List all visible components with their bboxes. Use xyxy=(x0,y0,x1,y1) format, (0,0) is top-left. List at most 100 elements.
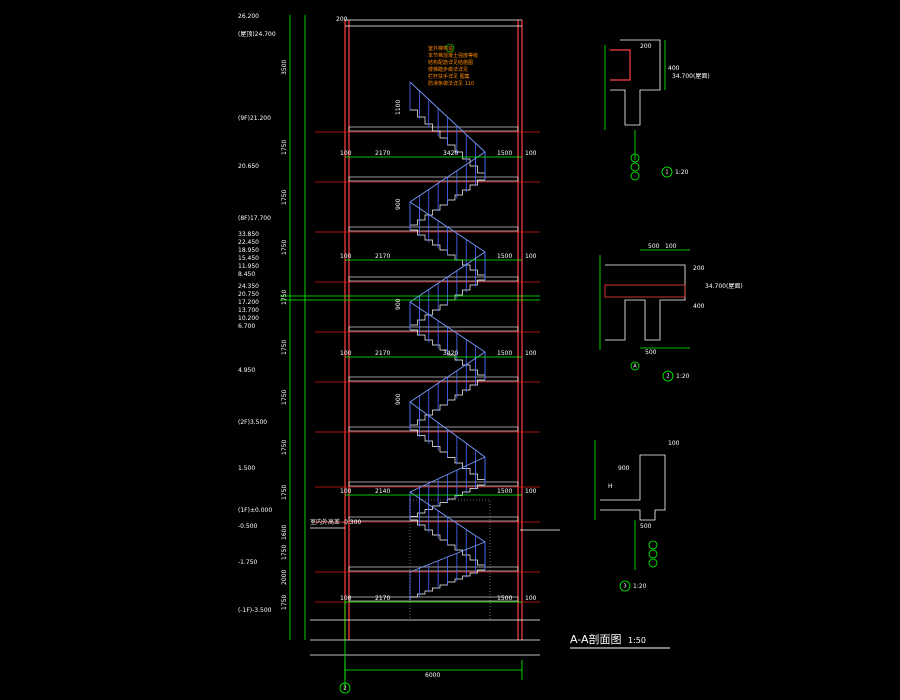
left-dim: 1750 xyxy=(281,390,288,405)
ground-note: 室内外高差 -0.300 xyxy=(310,518,361,526)
left-dim: 1750 xyxy=(281,240,288,255)
d3-scale: 1:20 xyxy=(633,583,647,590)
level-label: 22.450 xyxy=(238,239,259,246)
level-label: 11.950 xyxy=(238,263,259,270)
stair-dim: 2170 xyxy=(375,150,390,157)
stair-dim: 100 xyxy=(340,150,352,157)
stair-dims: 100 2170 3420 1500 100 100 2170 1500 100 100 2170 3… xyxy=(340,100,537,603)
handrail xyxy=(409,541,486,573)
floor-slab xyxy=(348,326,519,332)
left-dimension-chain xyxy=(280,15,540,640)
bottom-dimension: 6000 2 200 xyxy=(336,16,523,694)
stair-dim: 2170 xyxy=(375,350,390,357)
note-line: 防滑条做法详见 110 xyxy=(428,80,474,87)
left-dim: 1750 xyxy=(281,440,288,455)
left-dim: 1750 xyxy=(281,595,288,610)
floor-slab xyxy=(348,426,519,432)
left-dim: 1750 xyxy=(281,545,288,560)
level-label: 4.950 xyxy=(238,367,255,374)
level-label: (8F)17.700 xyxy=(238,215,271,222)
stair-dim: 2170 xyxy=(375,595,390,602)
floor-slab xyxy=(348,276,519,282)
left-dim: 1600 xyxy=(281,525,288,540)
floor-slab xyxy=(348,566,519,572)
stair-dim: 1500 xyxy=(497,488,512,495)
handrail xyxy=(409,301,486,353)
level-label: 6.700 xyxy=(238,323,255,330)
floor-slab xyxy=(348,226,519,232)
handrail xyxy=(409,456,486,493)
d2-dim-b: 100 xyxy=(665,243,677,250)
d2-dim-d: 34.700(屋面) xyxy=(705,283,743,290)
level-label: 17.200 xyxy=(238,299,259,306)
foundation xyxy=(310,499,560,656)
floor-slab xyxy=(348,126,519,132)
flight-height-dim: 1100 xyxy=(395,100,402,115)
d2-dim-a: 500 xyxy=(648,243,660,250)
d3-dim-b: 100 xyxy=(668,440,680,447)
floor-slabs xyxy=(348,126,519,602)
left-dims: 3500175017501750175017501750175017501600… xyxy=(281,60,288,610)
flight-height-dim: 900 xyxy=(395,393,402,405)
bottom-grid-bubble: 2 xyxy=(343,686,346,692)
stair-dim: 100 xyxy=(525,350,537,357)
top-span-dim: 200 xyxy=(336,16,348,23)
stair-dim: 100 xyxy=(525,253,537,260)
handrail xyxy=(409,201,486,253)
stair-dim: 100 xyxy=(340,350,352,357)
stair-dim: 1500 xyxy=(497,595,512,602)
level-label: 13.700 xyxy=(238,307,259,314)
flight-height-dim: 900 xyxy=(395,298,402,310)
detail-3: 900 100 H 500 3 1:20 xyxy=(594,440,680,592)
building-walls xyxy=(344,19,523,640)
stair-dim: 2140 xyxy=(375,488,390,495)
stair-dim: 1500 xyxy=(497,253,512,260)
handrail xyxy=(409,491,486,543)
level-label: -1.750 xyxy=(238,559,258,566)
level-label: 18.950 xyxy=(238,247,259,254)
stair-dim: 2170 xyxy=(375,253,390,260)
note-line: 室外梯构造 xyxy=(428,45,453,52)
d3-dim-c: 500 xyxy=(640,523,652,530)
detail-2: 500 100 200 34.700(屋面) 400 500 A 2 1:20 xyxy=(599,243,743,382)
stair-dim: 100 xyxy=(340,253,352,260)
d1-dim-c: 34.700(屋面) xyxy=(672,73,710,80)
stair-dim: 3420 xyxy=(443,150,458,157)
left-dim: 1750 xyxy=(281,485,288,500)
handrail xyxy=(409,81,486,153)
level-label: -0.500 xyxy=(238,523,258,530)
handrail xyxy=(409,151,486,203)
title-text: A-A剖面图 xyxy=(570,632,622,646)
d3-dim-h: H xyxy=(608,483,613,490)
floor-slab xyxy=(348,516,519,522)
level-label: 10.200 xyxy=(238,315,259,322)
level-label: 15.450 xyxy=(238,255,259,262)
d3-mark: 3 xyxy=(623,584,626,590)
left-dim: 1750 xyxy=(281,190,288,205)
floor-slab xyxy=(348,176,519,182)
stair-dim: 3420 xyxy=(443,350,458,357)
floor-slab xyxy=(348,596,519,602)
d2-grid: A xyxy=(633,364,637,370)
level-label: 24.350 xyxy=(238,283,259,290)
note-line: 本节梯混凝土强度等级 xyxy=(428,52,478,59)
level-label: (屋顶)24.700 xyxy=(238,31,276,38)
level-label: 33.850 xyxy=(238,231,259,238)
d1-dim-a: 200 xyxy=(640,43,652,50)
level-label: (1F)±0.000 xyxy=(238,507,272,514)
level-label: 8.450 xyxy=(238,271,255,278)
stair-dim: 100 xyxy=(340,595,352,602)
note-line: 结构配筋详见结施图 xyxy=(428,59,473,66)
scale-text: 1:50 xyxy=(628,636,646,645)
d2-scale: 1:20 xyxy=(676,373,690,380)
handrail xyxy=(409,351,486,403)
level-label: 26.200 xyxy=(238,13,259,20)
level-label: (2F)3.500 xyxy=(238,419,267,426)
stair-dim: 1500 xyxy=(497,350,512,357)
drawing-title: A-A剖面图 1:50 xyxy=(570,632,670,649)
left-dim: 3500 xyxy=(281,60,288,75)
note-line: 栏杆扶手详见 图集 xyxy=(428,73,470,80)
stair-dim: 100 xyxy=(525,150,537,157)
